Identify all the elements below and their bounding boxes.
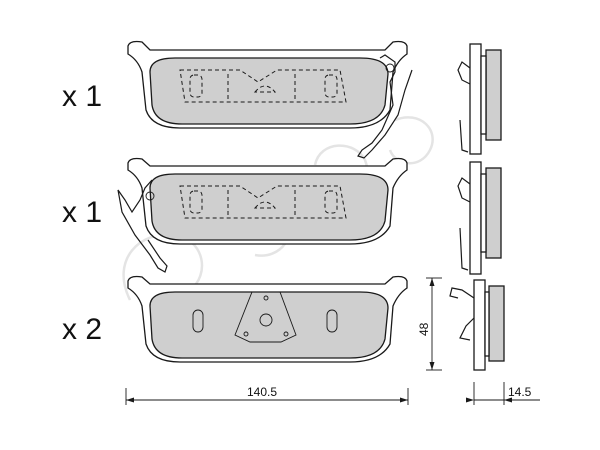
wear-sensor-spring-1	[357, 54, 413, 159]
friction-material-1	[149, 57, 389, 125]
dimension-thickness: 14.5	[466, 382, 540, 405]
dimension-width: 140.5	[125, 385, 409, 405]
brake-pad-3	[127, 275, 408, 363]
wear-sensor-spring-2	[117, 179, 168, 273]
side-view-2	[457, 161, 502, 275]
quantity-label-row-1: x 1	[62, 80, 102, 113]
side-view-1	[457, 43, 502, 155]
quantity-label-row-2: x 1	[62, 196, 102, 229]
brake-pad-2	[117, 157, 408, 273]
dimension-height-label: 48	[417, 322, 431, 336]
quantity-label-row-3: x 2	[62, 313, 102, 346]
brake-pad-1	[127, 40, 413, 159]
dimension-width-label: 140.5	[247, 385, 277, 399]
friction-material-2	[149, 173, 389, 241]
side-view-3	[449, 279, 505, 371]
dimension-height: 48	[417, 277, 442, 371]
dimension-thickness-label: 14.5	[508, 385, 532, 399]
